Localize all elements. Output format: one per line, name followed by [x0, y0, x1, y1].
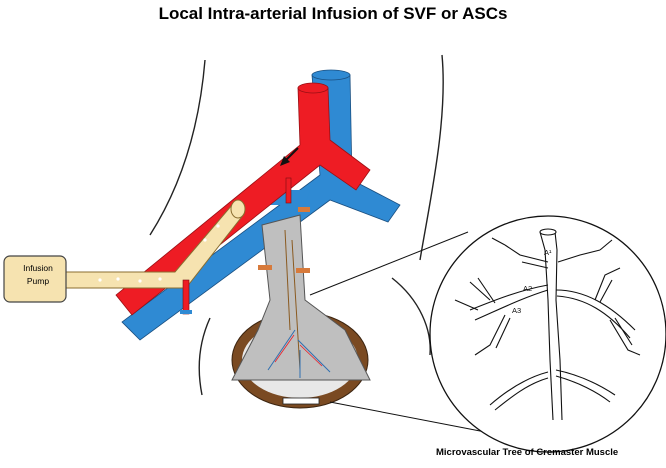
figure-caption: Microvascular Tree of Cremaster Muscle — [436, 447, 619, 458]
infusion-pump-box — [3, 255, 67, 303]
thigh-outline-left — [198, 317, 211, 396]
vessel-label-a1: A¹ — [544, 248, 552, 257]
artery — [115, 69, 371, 316]
vessel-label-a2: A2 — [523, 284, 533, 293]
infusion-pump-label: Infusion Pump — [8, 262, 68, 288]
body-outline-right — [419, 54, 444, 261]
microvascular-circle — [429, 215, 666, 453]
thigh-outline-right — [391, 277, 431, 356]
ligature-markers — [180, 177, 310, 315]
flow-arrow — [280, 147, 299, 166]
vessel-label-a3: A3 — [512, 306, 522, 315]
pump-label-line2: Pump — [26, 276, 50, 286]
diagram-title: Local Intra-arterial Infusion of SVF or … — [158, 4, 508, 23]
zoom-line-top — [309, 231, 469, 296]
body-outline-left — [149, 59, 206, 236]
pump-label-line1: Infusion — [23, 263, 53, 273]
zoom-line-bottom — [329, 401, 507, 437]
cremaster-muscle — [231, 214, 371, 409]
microvascular-tree — [454, 228, 641, 421]
